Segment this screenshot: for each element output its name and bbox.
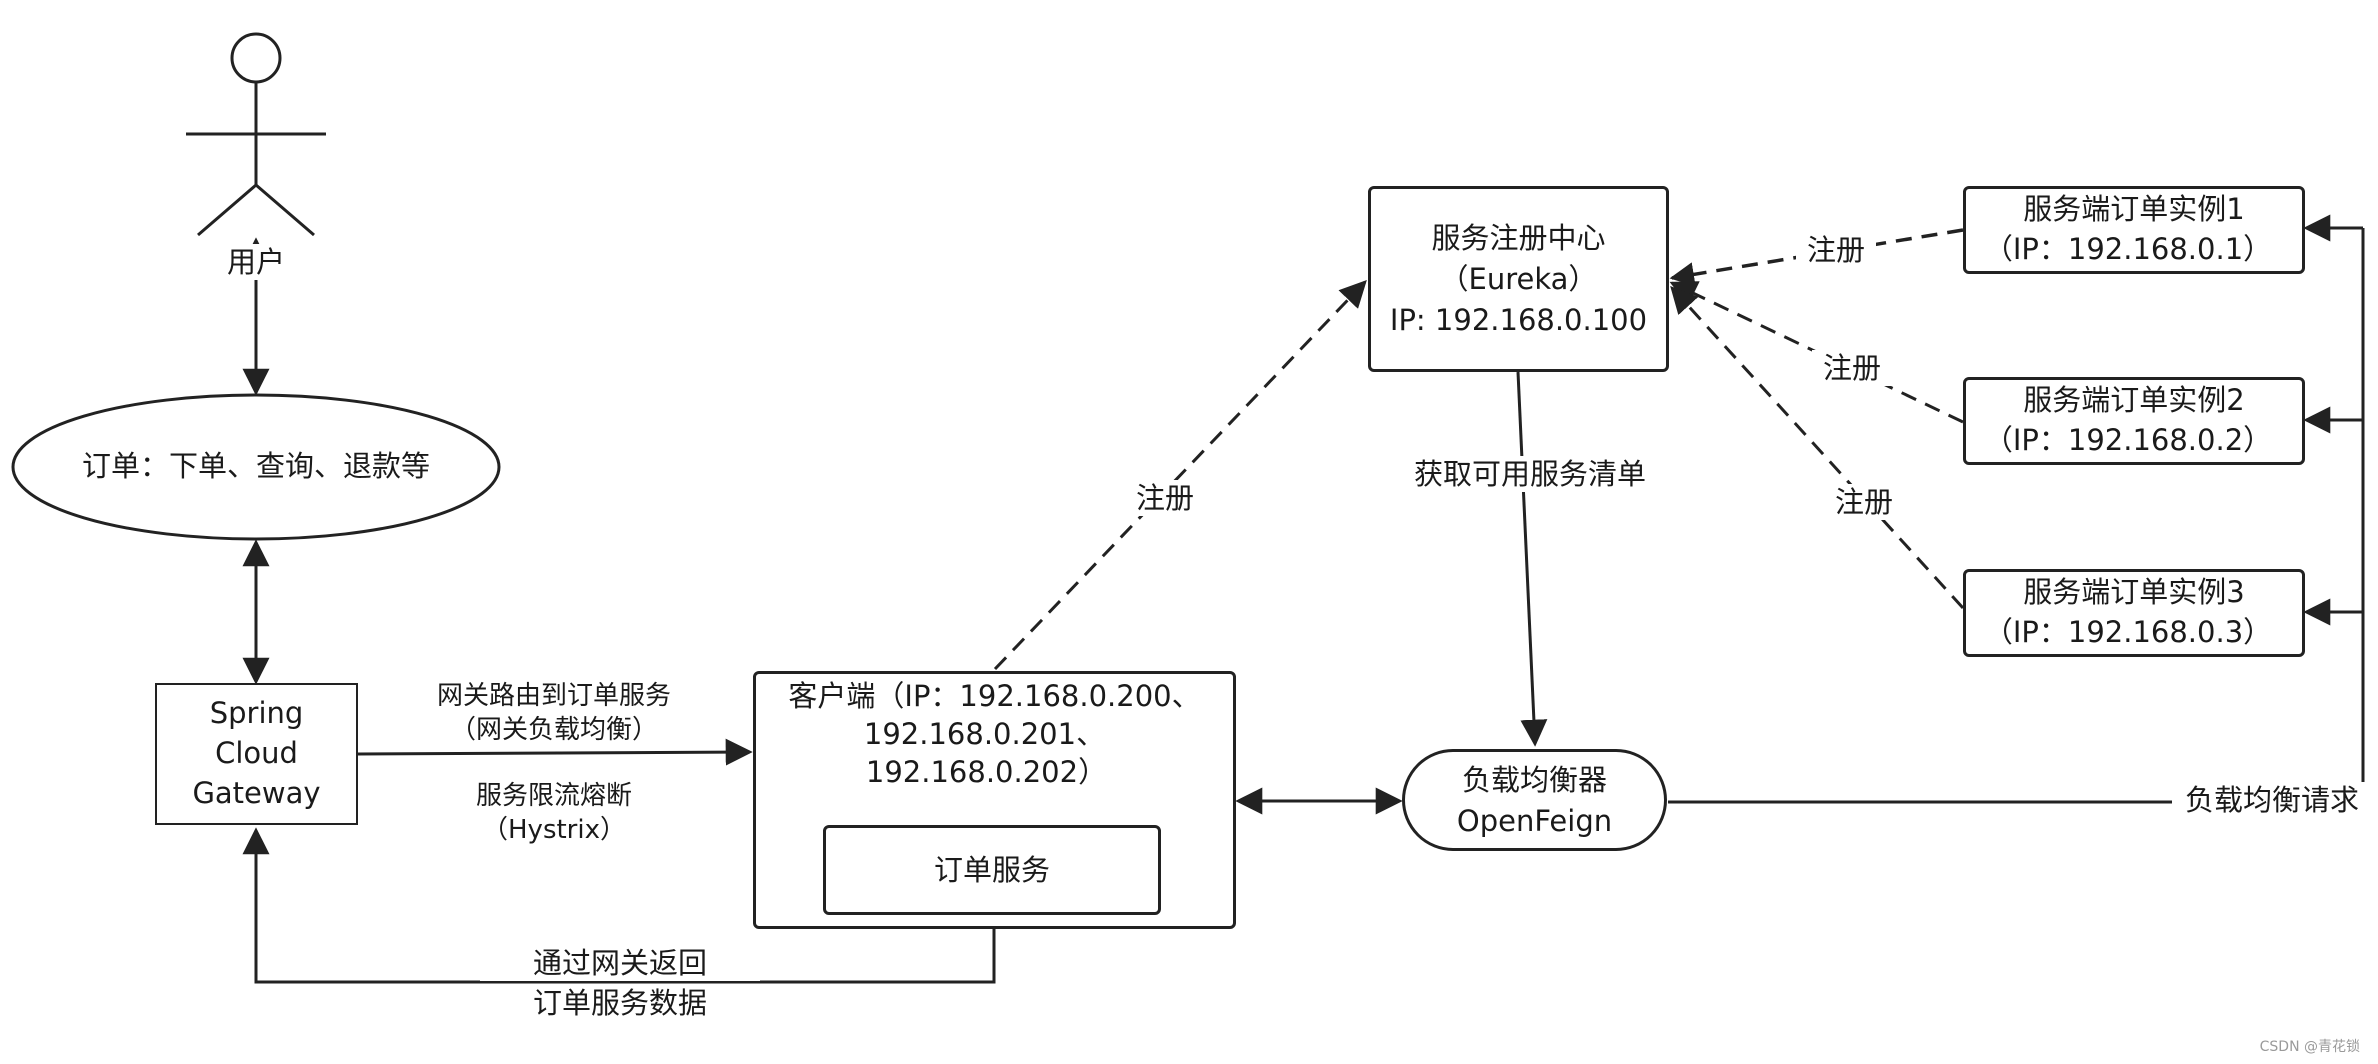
instance-2-register-label: 注册 — [1812, 350, 1892, 387]
instance-2-title: 服务端订单实例2 — [2023, 383, 2245, 417]
registry-box: 服务注册中心 （Eureka） IP: 192.168.0.100 — [1368, 186, 1669, 372]
instance-3-register-label: 注册 — [1824, 484, 1904, 521]
instance-1-register-label: 注册 — [1796, 232, 1876, 269]
client-register-label: 注册 — [1120, 480, 1210, 517]
balancer-line2: OpenFeign — [1456, 804, 1613, 838]
client-line2: 192.168.0.201、 — [863, 717, 1106, 751]
load-balancer-box: 负载均衡器 OpenFeign — [1402, 749, 1667, 851]
user-figure-icon — [186, 32, 326, 237]
gateway-box: Spring Cloud Gateway — [155, 683, 358, 825]
client-line1: 客户端（IP：192.168.0.200、 — [788, 679, 1201, 713]
watermark: CSDN @青花锁 — [2259, 1039, 2360, 1055]
client-box: 客户端（IP：192.168.0.200、 192.168.0.201、 192… — [753, 671, 1236, 929]
order-service-box: 订单服务 — [823, 825, 1161, 915]
order-service-label: 订单服务 — [933, 853, 1050, 887]
order-ellipse-label: 订单：下单、查询、退款等 — [81, 449, 430, 483]
instance-3-title: 服务端订单实例3 — [2023, 575, 2245, 609]
fetch-service-list-label: 获取可用服务清单 — [1380, 456, 1680, 493]
arrow-gateway-client — [357, 738, 753, 766]
arrow-instance3-registry — [1670, 286, 1965, 610]
arrow-client-registry — [993, 280, 1367, 671]
gateway-line3: Gateway — [192, 776, 321, 810]
route-label-line1: 网关路由到订单服务 — [436, 681, 671, 711]
user-label: 用户 — [206, 244, 306, 281]
registry-line1: 服务注册中心 — [1431, 221, 1606, 255]
instance-1-box: 服务端订单实例1 （IP：192.168.0.1） — [1963, 186, 2305, 274]
registry-line2: （Eureka） — [1439, 262, 1598, 296]
lb-request-label: 负载均衡请求 — [2172, 782, 2372, 819]
gateway-line1: Spring — [209, 696, 304, 730]
arrow-instance1-registry — [1669, 228, 1964, 287]
instance-3-box: 服务端订单实例3 （IP：192.168.0.3） — [1963, 569, 2305, 657]
balancer-line1: 负载均衡器 — [1461, 763, 1607, 797]
return-label-line1: 通过网关返回 — [480, 945, 760, 982]
circuit-label-line2: （Hystrix） — [482, 815, 626, 845]
instance-3-ip: （IP：192.168.0.3） — [1983, 615, 2273, 649]
instance-2-box: 服务端订单实例2 （IP：192.168.0.2） — [1963, 377, 2305, 465]
registry-line3: IP: 192.168.0.100 — [1389, 303, 1648, 337]
arrow-registry-balancer — [1516, 371, 1548, 747]
client-line3: 192.168.0.202） — [865, 755, 1108, 789]
gateway-line2: Cloud — [215, 736, 298, 770]
instance-1-title: 服务端订单实例1 — [2023, 192, 2245, 226]
instance-1-ip: （IP：192.168.0.1） — [1983, 232, 2273, 266]
circuit-label-line1: 服务限流熔断 — [475, 781, 632, 811]
arrow-client-return-gateway — [242, 827, 996, 984]
return-label-line2: 订单服务数据 — [532, 986, 707, 1020]
route-label-line2: （网关负载均衡） — [449, 715, 658, 745]
instance-2-ip: （IP：192.168.0.2） — [1983, 423, 2273, 457]
